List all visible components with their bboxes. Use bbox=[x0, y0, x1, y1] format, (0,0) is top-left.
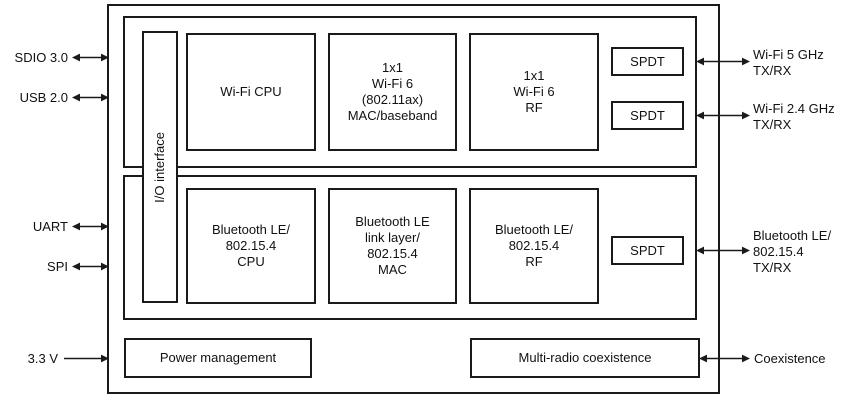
port-label-wifi-24ghz: Wi-Fi 2.4 GHz TX/RX bbox=[753, 101, 835, 132]
spdt-bluetooth-label: SPDT bbox=[630, 242, 665, 258]
port-arrow-supply bbox=[64, 353, 109, 364]
spdt-bluetooth-block[interactable]: SPDT bbox=[611, 236, 684, 265]
spdt-wifi-24ghz-block[interactable]: SPDT bbox=[611, 101, 684, 130]
spdt-wifi-5ghz-label: SPDT bbox=[630, 53, 665, 69]
wifi-mac-baseband-label: 1x1 Wi-Fi 6 (802.11ax) MAC/baseband bbox=[347, 60, 438, 123]
port-label-bluetooth: Bluetooth LE/ 802.15.4 TX/RX bbox=[753, 228, 832, 275]
bluetooth-link-layer-block[interactable]: Bluetooth LE link layer/ 802.15.4 MAC bbox=[328, 188, 457, 304]
port-arrow-uart bbox=[72, 221, 109, 232]
port-label-spi: SPI bbox=[47, 259, 68, 274]
power-management-label: Power management bbox=[159, 350, 277, 366]
io-interface-block[interactable]: I/O interface bbox=[142, 31, 178, 303]
port-label-supply: 3.3 V bbox=[27, 351, 58, 366]
wifi-cpu-block[interactable]: Wi-Fi CPU bbox=[186, 33, 316, 151]
wifi-cpu-label: Wi-Fi CPU bbox=[220, 84, 282, 100]
multi-radio-coexistence-label: Multi-radio coexistence bbox=[518, 350, 652, 366]
port-arrow-coexistence bbox=[699, 353, 750, 364]
spdt-wifi-24ghz-label: SPDT bbox=[630, 107, 665, 123]
port-arrow-spi bbox=[72, 261, 109, 272]
port-label-usb: USB 2.0 bbox=[19, 90, 68, 105]
bluetooth-cpu-block[interactable]: Bluetooth LE/ 802.15.4 CPU bbox=[186, 188, 316, 304]
bluetooth-rf-block[interactable]: Bluetooth LE/ 802.15.4 RF bbox=[469, 188, 599, 304]
multi-radio-coexistence-block[interactable]: Multi-radio coexistence bbox=[470, 338, 700, 378]
bluetooth-subsystem-container bbox=[123, 175, 697, 320]
chip-outline bbox=[107, 4, 720, 394]
port-label-uart: UART bbox=[32, 219, 68, 234]
spdt-wifi-5ghz-block[interactable]: SPDT bbox=[611, 47, 684, 76]
port-arrow-usb bbox=[72, 92, 109, 103]
port-arrow-sdio bbox=[72, 52, 109, 63]
power-management-block[interactable]: Power management bbox=[124, 338, 312, 378]
port-label-sdio: SDIO 3.0 bbox=[14, 50, 68, 65]
port-arrow-wifi-24ghz bbox=[696, 110, 750, 121]
wifi-rf-label: 1x1 Wi-Fi 6 RF bbox=[513, 68, 555, 115]
bluetooth-link-layer-label: Bluetooth LE link layer/ 802.15.4 MAC bbox=[355, 214, 430, 277]
port-label-wifi-5ghz: Wi-Fi 5 GHz TX/RX bbox=[753, 47, 824, 78]
wifi-mac-baseband-block[interactable]: 1x1 Wi-Fi 6 (802.11ax) MAC/baseband bbox=[328, 33, 457, 151]
port-label-coexistence: Coexistence bbox=[754, 351, 826, 366]
io-interface-label: I/O interface bbox=[152, 131, 168, 203]
port-arrow-wifi-5ghz bbox=[696, 56, 750, 67]
bluetooth-rf-label: Bluetooth LE/ 802.15.4 RF bbox=[494, 222, 574, 269]
port-arrow-bluetooth bbox=[696, 245, 750, 256]
wifi-rf-block[interactable]: 1x1 Wi-Fi 6 RF bbox=[469, 33, 599, 151]
wifi-subsystem-container bbox=[123, 16, 697, 168]
bluetooth-cpu-label: Bluetooth LE/ 802.15.4 CPU bbox=[211, 222, 291, 269]
